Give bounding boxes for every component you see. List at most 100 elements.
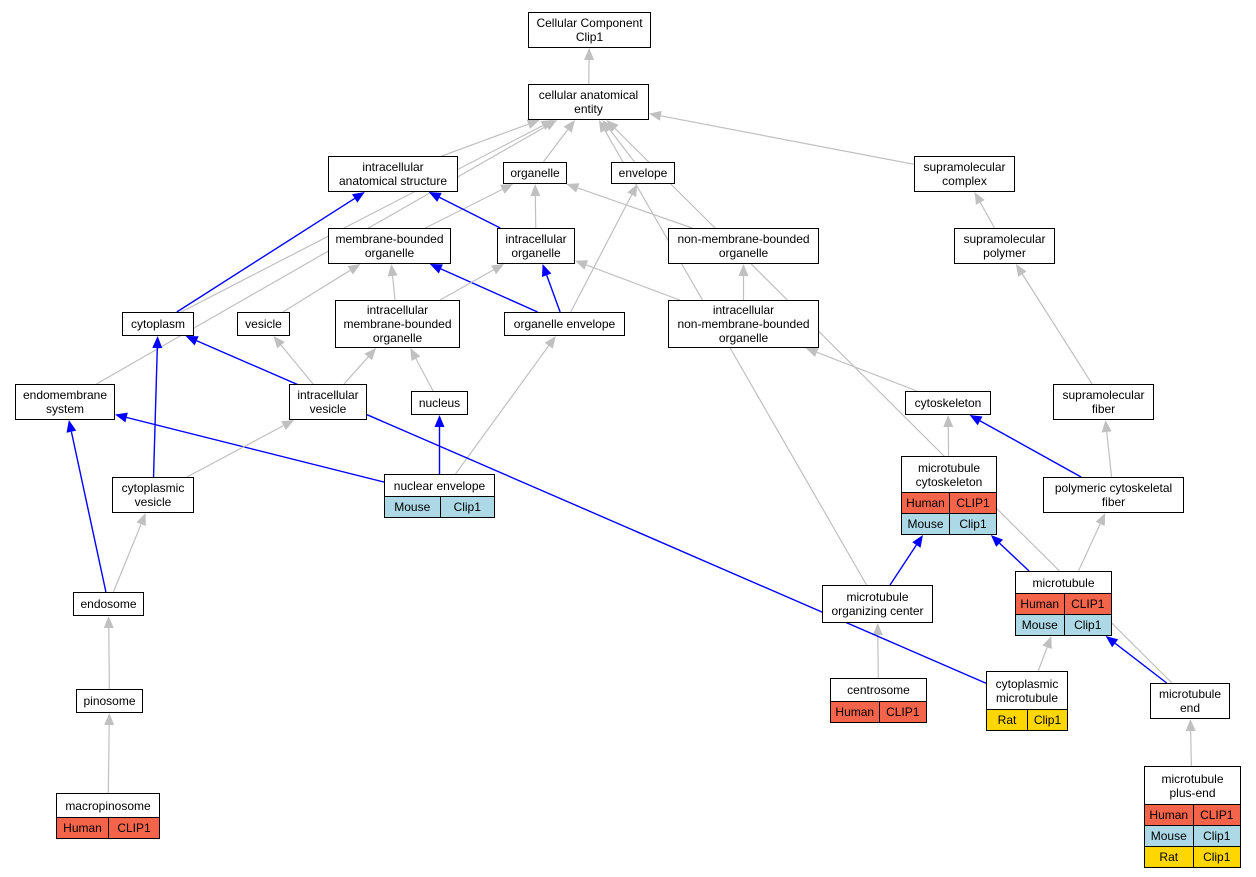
- term-label-line: non-membrane-bounded: [677, 317, 810, 331]
- species-cell: Human: [906, 496, 945, 510]
- term-label-line: pinosome: [83, 694, 136, 708]
- term-label-line: supramolecular: [923, 160, 1006, 174]
- term-node-pinosome[interactable]: pinosome: [76, 689, 143, 713]
- term-label: cytoskeleton: [906, 392, 990, 414]
- edge-mtoc-to-cae: [598, 120, 868, 586]
- term-node-vesicle[interactable]: vesicle: [237, 312, 290, 336]
- edge-line: [570, 194, 633, 313]
- edge-line: [439, 196, 501, 229]
- edge-arrowhead: [969, 415, 983, 426]
- edge-mbo-to-organelle: [425, 184, 514, 229]
- term-label-line: microtubule: [1032, 575, 1095, 590]
- edge-nenv-to-oenv: [455, 336, 556, 475]
- gene-cell: Clip1: [1027, 710, 1067, 730]
- edge-line: [586, 264, 680, 301]
- species-cell: Mouse: [1021, 618, 1058, 632]
- term-node-cytoplasm[interactable]: cytoplasm: [122, 312, 194, 336]
- edge-arrowhead: [66, 420, 77, 433]
- term-node-oenv[interactable]: organelle envelope: [504, 312, 625, 336]
- edge-inmbo-to-nmbo: [738, 264, 749, 300]
- edge-arrowhead: [364, 348, 377, 361]
- edge-line: [577, 187, 693, 229]
- edge-line: [1190, 730, 1193, 767]
- term-label-line: organelle: [510, 166, 560, 180]
- edge-arrowhead: [273, 336, 285, 349]
- term-label-line: membrane-bounded: [343, 317, 452, 331]
- term-label-line: centrosome: [847, 683, 910, 697]
- term-label-line: intracellular: [297, 388, 359, 402]
- edge-line: [180, 124, 544, 313]
- gene-cell: Clip1: [1192, 826, 1241, 846]
- term-label-line: intracellular: [366, 303, 429, 317]
- term-label-line: cytoskeleton: [915, 474, 983, 489]
- edge-line: [1114, 642, 1168, 684]
- term-node-envelope[interactable]: envelope: [611, 162, 675, 184]
- term-node-cytoskeleton[interactable]: cytoskeleton: [905, 391, 991, 415]
- term-label-line: supramolecular: [1062, 388, 1145, 402]
- edge-arrowhead: [387, 264, 398, 277]
- species-cell: Human: [1149, 808, 1189, 822]
- edge-imbo-to-io: [439, 264, 505, 301]
- edge-mtplus-to-mtend: [1185, 719, 1196, 767]
- edge-line: [999, 542, 1030, 572]
- term-label-line: envelope: [618, 166, 668, 180]
- term-label: pinosome: [77, 690, 142, 712]
- edge-nucleus-to-imbo: [410, 348, 434, 392]
- term-label-line: nucleus: [418, 396, 461, 410]
- edge-envelope-to-cae: [602, 120, 636, 163]
- edge-arrowhead: [185, 336, 199, 346]
- edge-arrowhead: [1015, 264, 1027, 277]
- species-cell: Human: [835, 705, 875, 719]
- term-label-line: organelle: [718, 331, 769, 345]
- term-node-endosome[interactable]: endosome: [73, 592, 144, 616]
- term-node-nucleus[interactable]: nucleus: [411, 391, 468, 415]
- term-label-line: microtubule: [846, 590, 909, 604]
- term-node-organelle[interactable]: organelle: [503, 162, 567, 184]
- term-label-line: Cellular Component: [536, 16, 643, 30]
- edge-io-to-ias: [428, 192, 501, 229]
- term-label-line: plus-end: [1169, 785, 1216, 800]
- edge-line: [112, 523, 142, 593]
- gene-cell: CLIP1: [1192, 805, 1241, 825]
- edge-arrowhead: [943, 415, 954, 428]
- edge-line: [1021, 273, 1093, 385]
- term-label-line: intracellular: [362, 160, 424, 174]
- gene-cell: CLIP1: [1063, 594, 1112, 614]
